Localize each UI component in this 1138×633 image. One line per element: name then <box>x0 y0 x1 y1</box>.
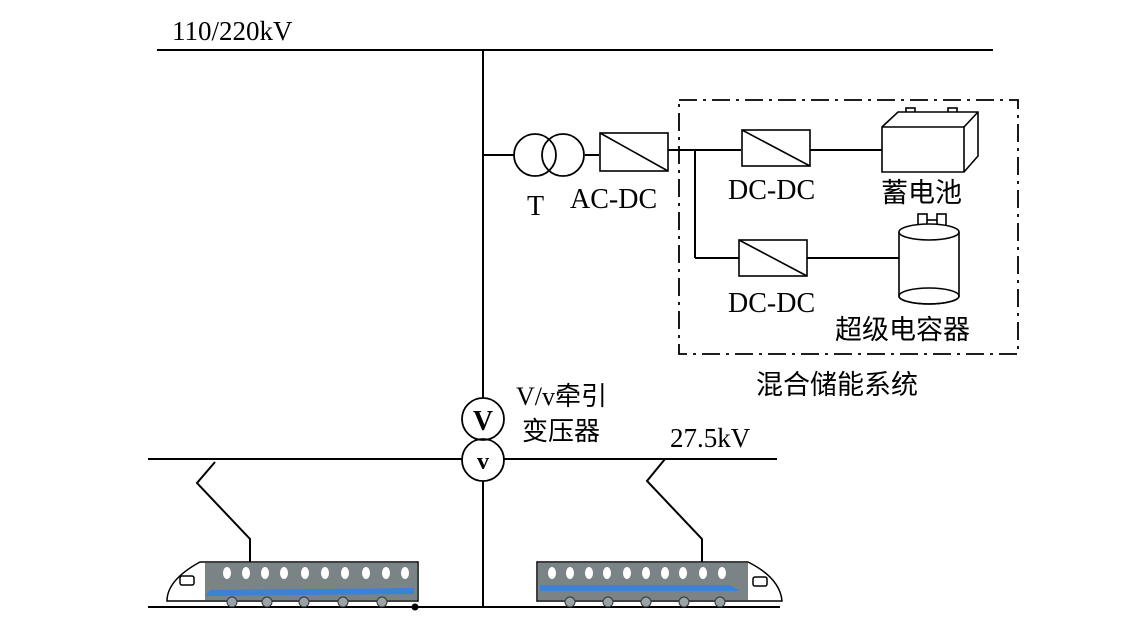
left-train-icon <box>166 561 419 608</box>
transformer-t-icon <box>513 133 585 177</box>
grid-bus-label: 110/220kV <box>172 16 293 46</box>
battery-label: 蓄电池 <box>881 178 962 209</box>
dcdc-battery-label: DC-DC <box>728 175 815 206</box>
battery-icon <box>881 107 979 173</box>
right-pantograph <box>645 458 703 562</box>
right-train-icon <box>536 561 783 608</box>
rail-junction-dot <box>411 603 419 611</box>
left-pantograph <box>195 461 251 562</box>
dcdc-supercap-label: DC-DC <box>728 288 815 319</box>
primary-winding-label: V <box>473 406 493 437</box>
catenary-label: 27.5kV <box>670 423 751 453</box>
acdc-converter-icon <box>599 132 669 172</box>
transformer-label: T <box>527 191 544 222</box>
hess-boundary <box>678 99 1019 355</box>
dcdc-supercap-converter-icon <box>738 239 808 277</box>
supercapacitor-label: 超级电容器 <box>835 315 970 346</box>
secondary-winding-label: v <box>477 449 489 475</box>
traction-transformer-label-1: V/v牵引 <box>516 382 607 411</box>
dcdc-battery-converter-icon <box>741 129 811 167</box>
supercapacitor-icon <box>898 213 960 305</box>
acdc-label: AC-DC <box>570 184 657 215</box>
traction-transformer-label-2: 变压器 <box>522 417 600 447</box>
hess-label: 混合储能系统 <box>756 370 918 401</box>
